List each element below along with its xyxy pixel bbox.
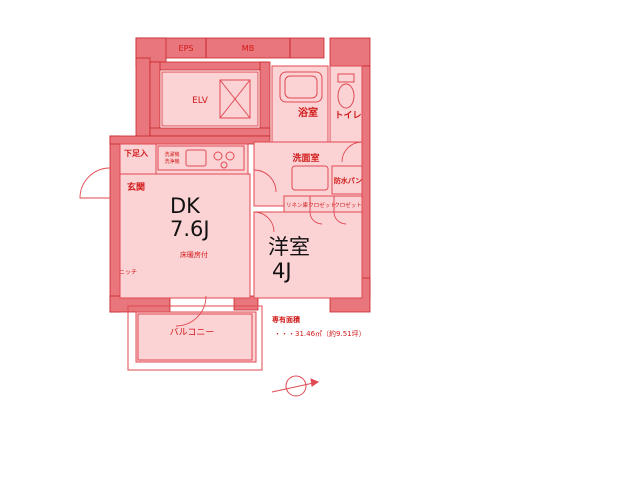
dishwasher-label-2: 洗浄機: [164, 158, 179, 165]
niche-label: ニッチ: [119, 269, 137, 276]
area-value: ・・・31.46㎡（約9.51坪）: [274, 329, 366, 338]
toilet-label: トイレ: [334, 110, 361, 121]
wall-right: [361, 65, 371, 301]
shoe-box-label: 下足入: [124, 149, 148, 158]
entrance-door-swing: [79, 167, 111, 199]
closet-label-1: クロゼット: [308, 201, 336, 209]
elv-wall-left: [149, 61, 161, 133]
balcony-rail: [127, 305, 263, 371]
compass-needle: [271, 381, 319, 393]
washer-pan: [331, 165, 363, 195]
toilet-tank: [337, 73, 355, 83]
balcony-floor: [135, 311, 257, 363]
shafts: EPS MB: [179, 38, 291, 58]
kitchen-sink: [185, 149, 207, 167]
toilet-door-swing: [341, 141, 363, 163]
dk-name-label: DK: [170, 194, 201, 218]
elv-wall-top: [149, 61, 269, 71]
balcony-outline: [127, 305, 263, 371]
area-title: 専有面積: [272, 315, 301, 324]
washroom-label: 洗面室: [292, 152, 319, 164]
balcony-door-swing: [175, 295, 207, 327]
elv-inner-box: [219, 79, 251, 119]
toilet-bowl: [337, 83, 355, 109]
toilet-room: [329, 65, 363, 143]
wash-basin: [291, 165, 329, 191]
floor-heating-label: 床暖房付: [180, 250, 208, 259]
wall-left-lower: [109, 135, 121, 313]
wall-top-right-block: [329, 37, 371, 67]
closet-door-swing-1: [309, 211, 323, 225]
balcony-inner-outline: [137, 313, 253, 361]
balcony-label: バルコニー: [170, 327, 215, 338]
entrance-label: 玄関: [127, 181, 145, 193]
mb-label: MB: [242, 44, 254, 53]
room-fills: [119, 65, 363, 363]
wall-entrance-top: [109, 135, 271, 145]
waterproof-pan-label: 防水パン: [334, 176, 362, 185]
dk-room: [119, 173, 251, 299]
western-door-swing: [253, 211, 275, 233]
closet-label-2: クロゼット: [334, 201, 362, 209]
closet-door-swing-2: [333, 211, 347, 225]
dishwasher-label-1: 洗濯機: [164, 151, 179, 158]
stove-burner-1: [213, 151, 223, 161]
bathtub-inner: [284, 75, 318, 99]
closet-strip: [283, 195, 363, 213]
elevator-label: ELV: [192, 96, 209, 106]
elv-wall-bottom: [149, 127, 271, 137]
washroom-door-swing: [253, 169, 277, 193]
western-room: [253, 211, 363, 299]
doors: [79, 141, 363, 327]
bath-room: [271, 65, 329, 143]
compass-ring: [285, 375, 307, 397]
eps-label: EPS: [179, 44, 194, 53]
kitchen-counter: [157, 145, 245, 171]
wall-left-upper: [135, 57, 151, 139]
stove-burner-3: [220, 161, 228, 169]
dk-size-label: 7.6J: [170, 217, 210, 241]
fixtures: [157, 71, 363, 212]
compass-icon: [271, 375, 320, 397]
linen-label: リネン庫: [286, 201, 309, 209]
western-size-label: 4J: [272, 259, 292, 283]
elv-car: [161, 71, 259, 127]
western-name-label: 洋室: [268, 235, 310, 259]
bath-label: 浴室: [298, 106, 318, 119]
bathtub: [279, 71, 323, 103]
stove-burner-2: [225, 151, 235, 161]
compass-arrow: [310, 378, 320, 387]
elv-cross-2: [219, 79, 251, 119]
